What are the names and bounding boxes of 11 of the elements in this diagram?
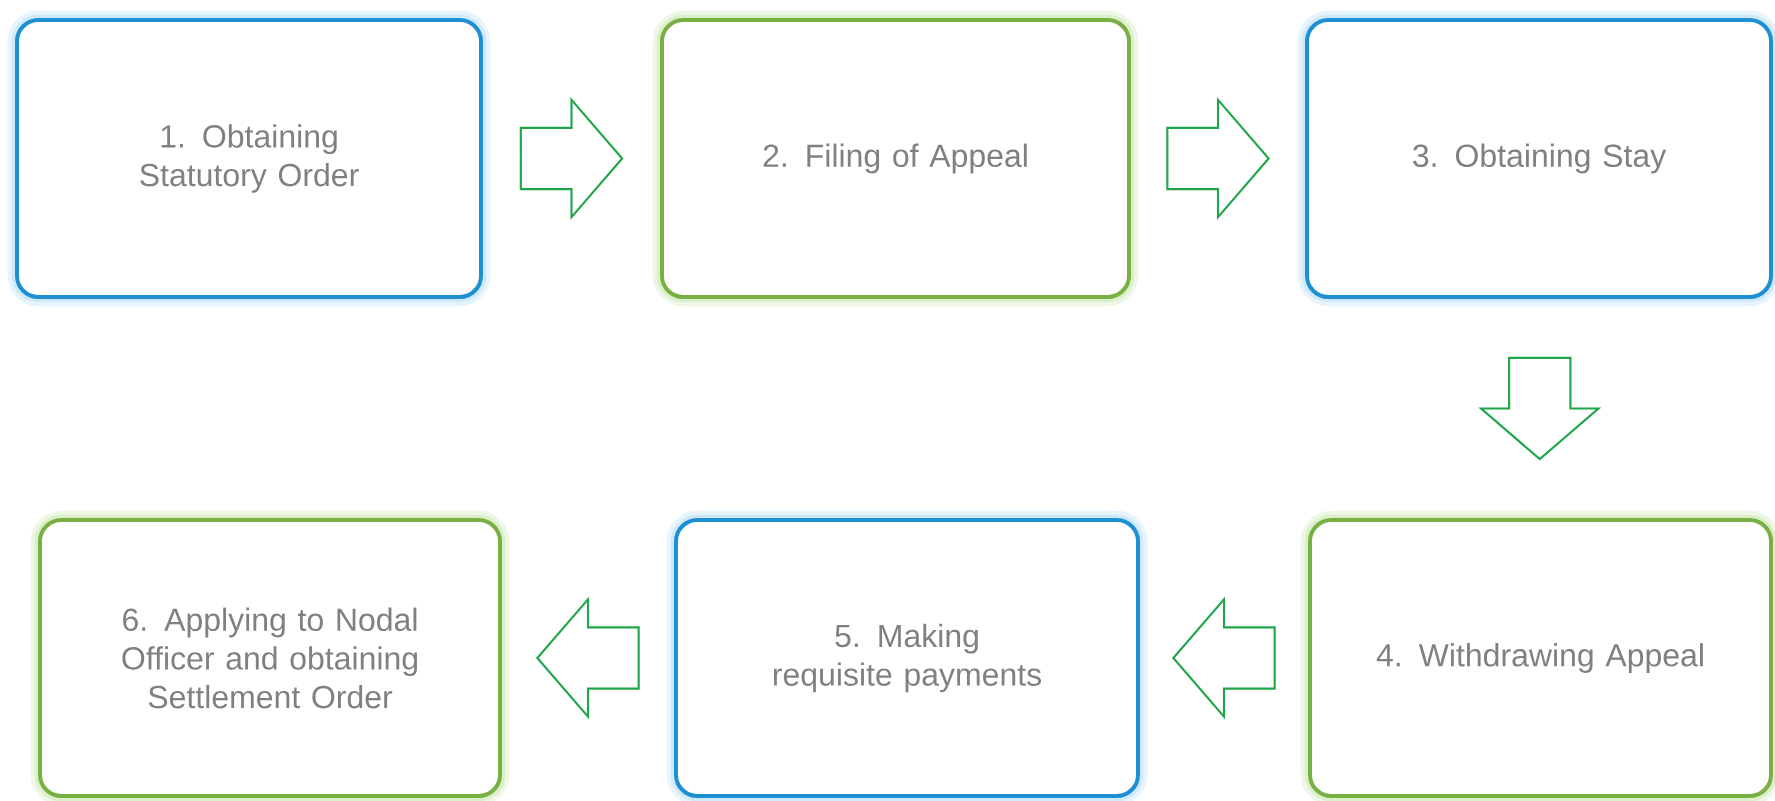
block-arrow bbox=[1171, 596, 1276, 720]
process-box: 4. Withdrawing Appeal bbox=[1300, 510, 1775, 801]
process-box: 3. Obtaining Stay bbox=[1297, 10, 1775, 307]
process-box: 5. Making requisite payments bbox=[666, 510, 1148, 801]
block-arrow bbox=[1478, 356, 1602, 461]
block-arrow bbox=[1166, 96, 1271, 221]
process-box: 6. Applying to Nodal Officer and obtaining Settlement Order bbox=[30, 510, 510, 801]
process-box: 2. Filing of Appeal bbox=[652, 10, 1139, 307]
block-arrow bbox=[535, 596, 640, 720]
block-arrow bbox=[519, 96, 624, 221]
process-box: 1. Obtaining Statutory Order bbox=[7, 10, 491, 307]
